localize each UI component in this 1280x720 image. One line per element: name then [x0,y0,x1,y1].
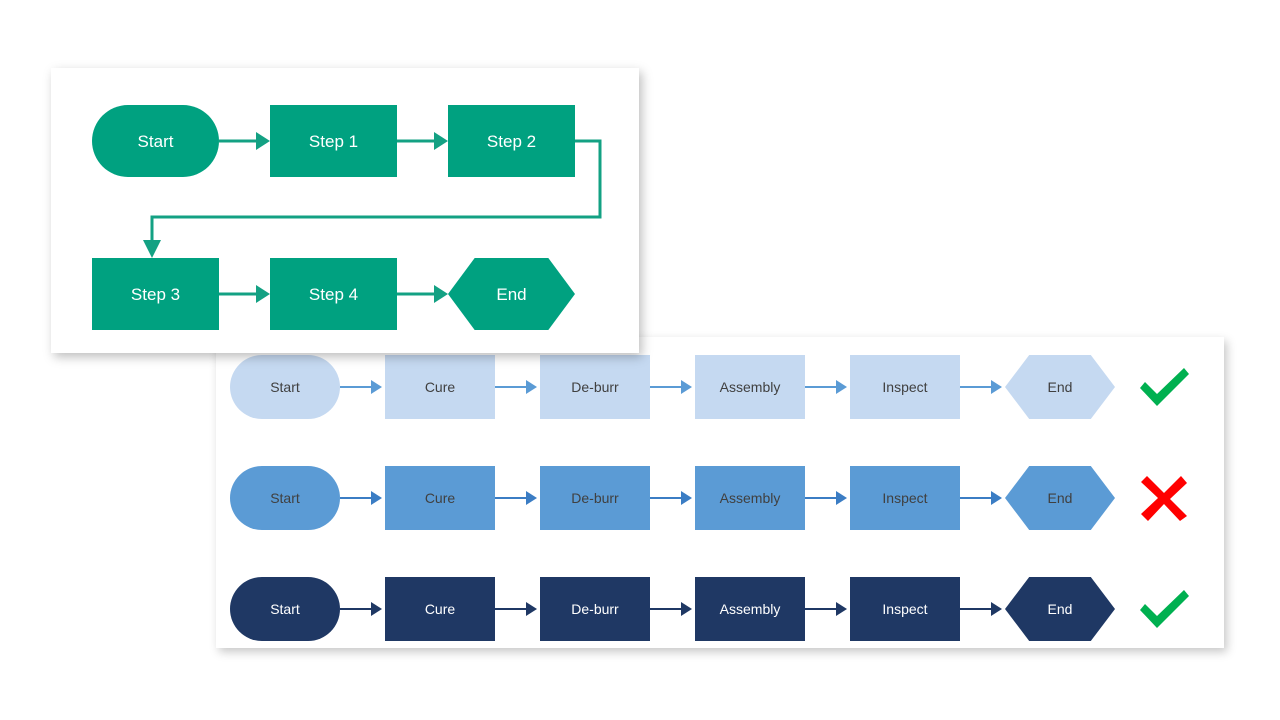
flow-node-step4[interactable]: Step 4 [270,258,397,330]
node-label: Assembly [719,490,781,506]
connector-arrow [960,599,1005,619]
cross-icon [1129,473,1199,523]
connector-arrow [960,377,1005,397]
node-assembly[interactable]: Assembly [695,466,805,530]
connector-arrow [340,488,385,508]
node-end[interactable]: End [1005,355,1115,419]
flow-node-step3[interactable]: Step 3 [92,258,219,330]
flow-node-label: Step 4 [308,284,359,304]
flow-node-label: Step 1 [308,131,359,151]
connector-arrow [805,488,850,508]
process-row-light[interactable]: Start Cure De-burr Assembly [216,341,1224,433]
flow-connector-step3-step4 [219,285,270,303]
connector-arrow [805,599,850,619]
connector-arrow [495,599,540,619]
node-label: End [1047,601,1073,617]
node-label: De-burr [571,490,619,506]
flow-node-label: Start [137,131,174,151]
connector-arrow [340,599,385,619]
node-start[interactable]: Start [230,355,340,419]
flow-connector-step4-end [397,285,448,303]
flow-node-step1[interactable]: Step 1 [270,105,397,177]
flow-node-label: Step 3 [130,284,181,304]
node-label: Start [270,379,300,395]
node-cure[interactable]: Cure [385,355,495,419]
node-start[interactable]: Start [230,577,340,641]
flow-node-start[interactable]: Start [92,105,219,177]
node-label: End [1047,490,1073,506]
node-label: Inspect [882,601,928,617]
node-inspect[interactable]: Inspect [850,355,960,419]
node-deburr[interactable]: De-burr [540,577,650,641]
connector-arrow [650,599,695,619]
node-assembly[interactable]: Assembly [695,355,805,419]
node-cure[interactable]: Cure [385,577,495,641]
node-label: Assembly [719,601,781,617]
node-label: De-burr [571,601,619,617]
process-variants-panel: Start Cure De-burr Assembly [216,337,1224,648]
node-label: End [1047,379,1073,395]
check-icon [1129,364,1199,410]
flow-node-end[interactable]: End [448,258,575,330]
node-label: Cure [424,490,456,506]
flow-node-label: End [496,284,527,304]
node-label: Assembly [719,379,781,395]
connector-arrow [805,377,850,397]
node-label: Inspect [882,490,928,506]
node-label: Cure [424,379,456,395]
process-row-dark[interactable]: Start Cure De-burr Assembly [216,563,1224,648]
node-inspect[interactable]: Inspect [850,466,960,530]
connector-arrow [960,488,1005,508]
flow-connector-step1-step2 [397,132,448,150]
node-end[interactable]: End [1005,577,1115,641]
process-row-medium[interactable]: Start Cure De-burr Assembly [216,452,1224,544]
node-deburr[interactable]: De-burr [540,355,650,419]
generic-flowchart-card: Start Step 1 Step 2 Step 3 [51,68,639,353]
node-inspect[interactable]: Inspect [850,577,960,641]
connector-arrow [650,488,695,508]
node-start[interactable]: Start [230,466,340,530]
node-label: De-burr [571,379,619,395]
check-icon [1129,586,1199,632]
flow-node-label: Step 2 [486,131,537,151]
connector-arrow [340,377,385,397]
node-cure[interactable]: Cure [385,466,495,530]
connector-arrow [495,377,540,397]
connector-arrow [495,488,540,508]
flow-node-step2[interactable]: Step 2 [448,105,575,177]
node-deburr[interactable]: De-burr [540,466,650,530]
node-label: Start [270,490,300,506]
node-label: Inspect [882,379,928,395]
connector-arrow [650,377,695,397]
node-end[interactable]: End [1005,466,1115,530]
node-assembly[interactable]: Assembly [695,577,805,641]
flow-connector-start-step1 [219,132,270,150]
node-label: Start [270,601,300,617]
node-label: Cure [424,601,456,617]
